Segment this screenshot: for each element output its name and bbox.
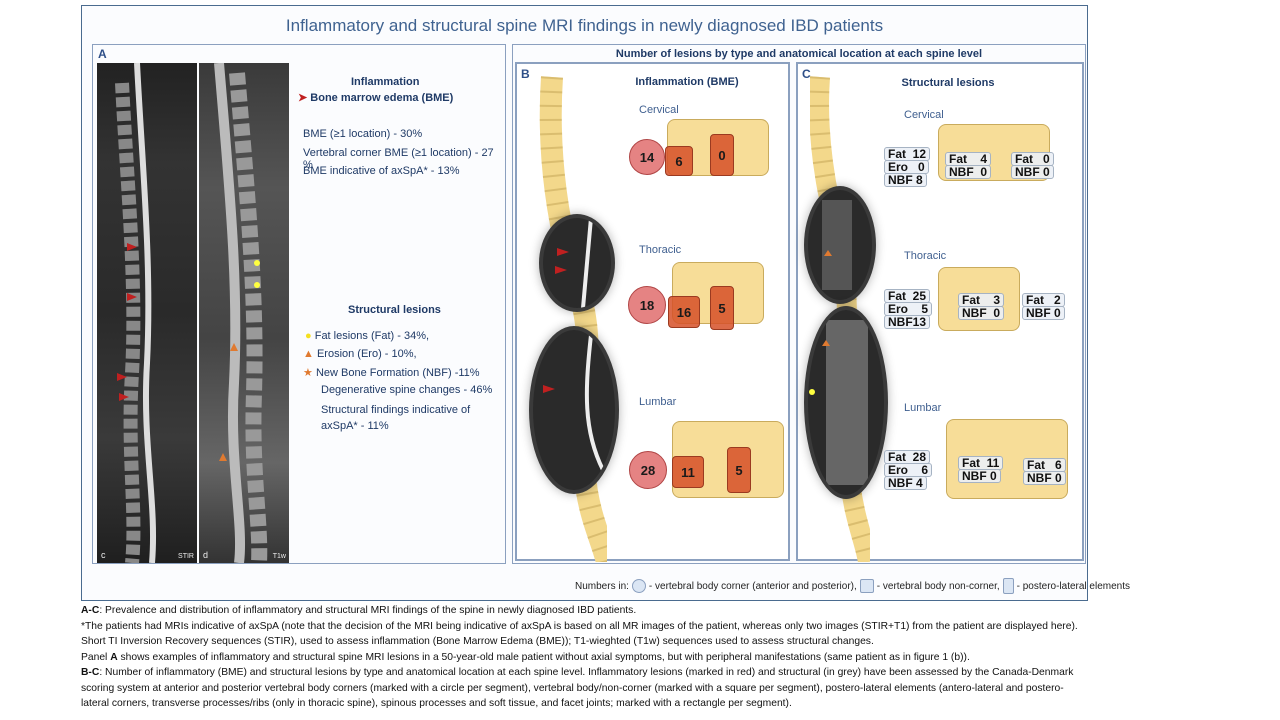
caption-line-3: Panel A shows examples of inflammatory a… [81,650,1091,666]
vertebra-thoracic-c [938,267,1020,331]
panel-a-label: A [98,47,107,61]
bme-corner-thoracic: 18 [628,286,666,324]
nbf-text: New Bone Formation (NBF) -11% [315,367,480,379]
panel-bc-title: Number of lesions by type and anatomical… [615,48,983,60]
mri-sequence-label-stir: STIR [178,553,194,560]
mri-corner-label-d: d [203,550,209,560]
panel-c-label: C [802,67,811,81]
bme-posterolateral-thoracic: 5 [710,286,734,330]
bme-stat-1: BME (≥1 location) - 30% [303,128,423,140]
struct-noncorner-thoracic-fat: Fat 3 [958,293,1005,307]
bme-posterolateral-lumbar: 5 [727,447,751,493]
struct-corner-cervical-ero: Ero 0 [884,160,929,174]
struct-noncorner-lumbar-nbf: NBF 0 [958,469,1001,483]
caption-line-4-bold: B-C [81,667,100,678]
orange-arrow-icon: ▲ [303,348,314,360]
spine-t1w-graphic [214,63,268,563]
bme-noncorner-cervical: 6 [665,146,693,176]
struct-posterolateral-thoracic-fat: Fat 2 [1022,293,1065,307]
panel-b: B Inflammation (BME) Cervical 14 6 0 Tho… [515,62,790,562]
struct-noncorner-cervical-fat: Fat 4 [945,152,992,166]
caption-line-2: *The patients had MRIs indicative of axS… [81,620,1078,648]
level-label-cervical-c: Cervical [904,109,944,121]
struct-noncorner-cervical-nbf: NBF 0 [945,165,992,179]
panel-b-label: B [521,67,530,81]
legend-circle-text: - vertebral body corner (anterior and po… [648,580,857,592]
legend-rect-icon [1002,578,1014,594]
structural-item-degenerative: Degenerative spine changes - 46% [321,384,493,396]
struct-posterolateral-thoracic-nbf: NBF 0 [1022,306,1065,320]
mri-sequence-label-t1w: T1w [272,553,286,560]
caption-line-1-bold: A-C [81,605,100,616]
caption-line-1: A-C: Prevalence and distribution of infl… [81,603,1091,619]
yellow-dot-icon: ● [305,330,312,342]
bme-posterolateral-cervical: 0 [710,134,734,176]
struct-posterolateral-cervical-nbf: NBF 0 [1011,165,1054,179]
legend-square-icon [859,579,874,593]
legend-square-text: - vertebral body non-corner, [876,580,1000,592]
structural-heading: Structural lesions [348,304,441,316]
struct-corner-cervical-nbf: NBF 8 [884,173,927,187]
erosion-text: Erosion (Ero) - 10%, [316,348,417,360]
panel-c-heading: Structural lesions [901,77,995,89]
level-label-thoracic-c: Thoracic [904,250,947,262]
struct-posterolateral-lumbar-fat: Fat 6 [1023,458,1066,472]
structural-item-fat: ● Fat lesions (Fat) - 34%, [305,330,429,342]
caption-line-3-pre: Panel [81,651,111,663]
mri-corner-label-c: c [101,550,106,560]
struct-posterolateral-lumbar-nbf: NBF 0 [1023,471,1066,485]
struct-corner-thoracic-fat: Fat 25 [884,289,931,303]
struct-corner-lumbar-ero: Ero 6 [884,463,933,477]
legend-prefix: Numbers in: [575,580,629,592]
figure-title: Inflammatory and structural spine MRI fi… [285,16,884,35]
bme-corner-lumbar: 28 [629,451,667,489]
struct-noncorner-lumbar-fat: Fat 11 [958,456,1004,470]
caption-line-4-text: : Number of inflammatory (BME) and struc… [81,667,1074,709]
struct-noncorner-thoracic-nbf: NBF 0 [958,306,1005,320]
struct-corner-lumbar-nbf: NBF 4 [884,476,927,490]
mri-image-t1w: d T1w [199,63,289,563]
bme-stat-3: BME indicative of axSpA* - 13% [303,165,460,177]
bme-noncorner-thoracic: 16 [668,296,700,328]
mri-image-stir: c STIR [97,63,197,563]
struct-corner-lumbar-fat: Fat 28 [884,450,931,464]
panel-b-heading: Inflammation (BME) [635,76,739,88]
red-arrow-icon: ➤ [298,92,308,104]
level-label-lumbar-b: Lumbar [639,396,677,408]
struct-corner-thoracic-nbf: NBF13 [884,315,931,329]
bme-label-text: Bone marrow edema (BME) [310,92,454,104]
orange-star-icon: ★ [303,367,313,379]
structural-item-nbf: ★ New Bone Formation (NBF) -11% [303,366,480,379]
inflammation-heading: Inflammation [351,76,420,88]
bme-corner-cervical: 14 [629,139,665,175]
panel-c: C Structural lesions Cervical Fat 12 Ero… [796,62,1084,562]
legend-rect-text: - postero-lateral elements [1016,580,1131,592]
caption-line-3-text: shows examples of inflammatory and struc… [117,651,970,663]
caption-line-1-text: : Prevalence and distribution of inflamm… [99,605,637,616]
struct-corner-thoracic-ero: Ero 5 [884,302,933,316]
mri-inset-lumbar-c [804,306,888,499]
struct-posterolateral-cervical-fat: Fat 0 [1011,152,1054,166]
fat-text: Fat lesions (Fat) - 34%, [314,330,430,342]
legend: Numbers in: - vertebral body corner (ant… [575,578,1130,594]
struct-corner-cervical-fat: Fat 12 [884,147,931,161]
figure-caption: A-C: Prevalence and distribution of infl… [81,603,1091,712]
mri-inset-thoracic-c [804,186,876,304]
bme-noncorner-lumbar: 11 [672,456,704,488]
bme-stat-2: Vertebral corner BME (≥1 location) - 27 … [303,147,494,171]
panel-a: A c STIR d T1w Inflammation ➤ Bone marro… [92,44,506,564]
legend-circle-icon [631,579,646,593]
caption-line-4: B-C: Number of inflammatory (BME) and st… [81,665,1091,712]
spine-stir-graphic [115,63,157,563]
mri-inset-lumbar-b [529,326,619,494]
caption-line-3-bold: A [110,651,118,663]
mri-inset-thoracic-b [539,214,615,312]
level-label-lumbar-c: Lumbar [904,402,942,414]
level-label-thoracic-b: Thoracic [639,244,682,256]
level-label-cervical-b: Cervical [639,104,679,116]
structural-item-axspa: Structural findings indicative of axSpA*… [321,404,471,432]
structural-item-erosion: ▲ Erosion (Ero) - 10%, [303,348,417,360]
bme-marker-label: ➤ Bone marrow edema (BME) [298,91,453,104]
